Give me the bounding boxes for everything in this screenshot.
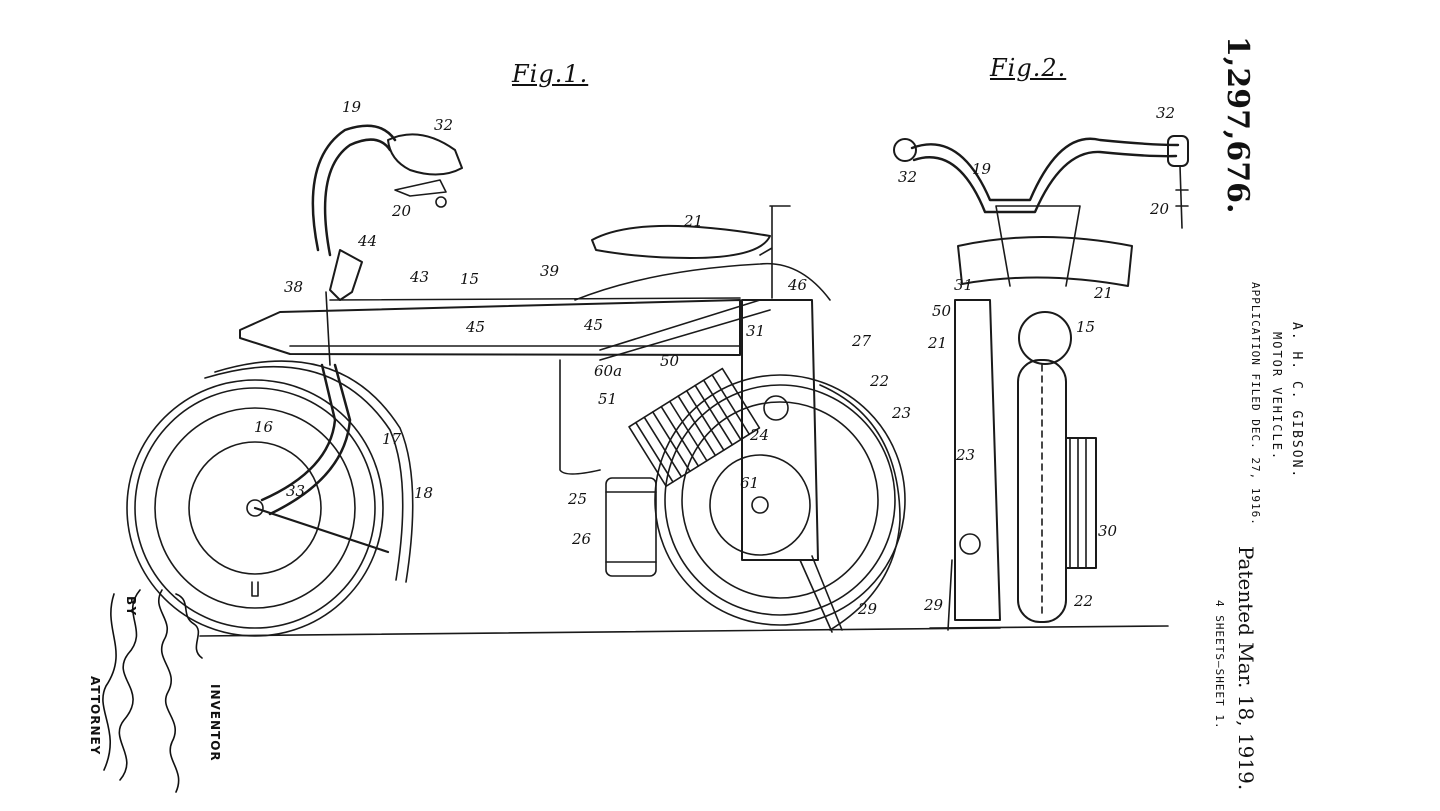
ref-numeral: 60a: [594, 362, 623, 380]
ref-numeral: 33: [286, 482, 306, 500]
ref-numeral: 22: [1074, 592, 1094, 610]
ref-numeral: 19: [972, 160, 992, 178]
crank-case: [709, 299, 819, 561]
ref-numeral: 19: [342, 98, 362, 116]
ref-numeral: 22: [870, 372, 890, 390]
filing-date: APPLICATION FILED DEC. 27, 1916.: [1249, 282, 1262, 526]
ref-numeral: 20: [1150, 200, 1170, 218]
ref-numeral: 50: [932, 302, 952, 320]
carburettor: [605, 477, 657, 577]
ref-numeral: 31: [746, 322, 766, 340]
sheet-number: 4 SHEETS—SHEET 1.: [1213, 600, 1226, 730]
patent-date: Patented Mar. 18, 1919.: [1234, 546, 1258, 791]
ref-numeral: 15: [1076, 318, 1096, 336]
rear-mudguard: [819, 384, 901, 631]
ref-numeral: 29: [858, 600, 878, 618]
ref-numeral: 27: [852, 332, 872, 350]
ref-numeral: 32: [898, 168, 918, 186]
exhaust-pipe: [559, 359, 601, 475]
fig1-title: Fig.1.: [512, 60, 589, 88]
seat: [574, 205, 831, 301]
ref-numeral: 23: [956, 446, 976, 464]
ref-numeral: 44: [358, 232, 378, 250]
ref-numeral: 18: [414, 484, 434, 502]
fig1-motor-scooter: [126, 124, 906, 637]
patent-title: MOTOR VEHICLE.: [1270, 332, 1284, 462]
fork-stay: [253, 506, 390, 554]
handwritten-signatures: [102, 589, 203, 793]
ref-numeral: 39: [540, 262, 560, 280]
ref-numeral: 17: [382, 430, 402, 448]
ref-numeral: 51: [598, 390, 618, 408]
ground-line-fig1: [199, 627, 1001, 637]
tank-end: [1018, 311, 1072, 365]
ref-numeral: 43: [410, 268, 430, 286]
ref-numeral: 16: [254, 418, 274, 436]
patent-number: 1,297,676.: [1220, 36, 1255, 214]
ref-numeral: 46: [788, 276, 808, 294]
ref-numeral: 32: [434, 116, 454, 134]
ref-numeral: 61: [740, 474, 760, 492]
ground-line-fig2: [929, 625, 1169, 629]
ref-numeral: 26: [572, 530, 592, 548]
ref-numeral: 45: [466, 318, 486, 336]
inventor-name: A. H. C. GIBSON.: [1289, 322, 1304, 480]
stand: [799, 555, 843, 633]
fig2-front-view: [893, 135, 1189, 631]
ref-numeral: 32: [1156, 104, 1176, 122]
ref-numeral: 30: [1098, 522, 1118, 540]
front-mudguard: [204, 366, 404, 581]
rear-wheel: [654, 374, 906, 626]
ref-numeral: 15: [460, 270, 480, 288]
ref-numeral: 45: [584, 316, 604, 334]
ref-numeral: 38: [284, 278, 304, 296]
front-wheel: [126, 379, 384, 637]
front-fork: [260, 363, 337, 502]
ref-numeral: 21: [1094, 284, 1114, 302]
ref-numeral: 25: [568, 490, 588, 508]
ref-numeral: 23: [892, 404, 912, 422]
fig2-title: Fig.2.: [990, 54, 1067, 82]
ref-numeral: 21: [684, 212, 704, 230]
ref-numeral: 24: [750, 426, 770, 444]
main-frame-tube: [239, 297, 741, 356]
ref-numeral: 50: [660, 352, 680, 370]
ref-numeral: 31: [954, 276, 974, 294]
side-plate: [954, 299, 1001, 621]
ref-numeral: 29: [924, 596, 944, 614]
handlebar-assembly: [311, 124, 463, 366]
ref-numeral: 20: [392, 202, 412, 220]
ref-numeral: 21: [928, 334, 948, 352]
